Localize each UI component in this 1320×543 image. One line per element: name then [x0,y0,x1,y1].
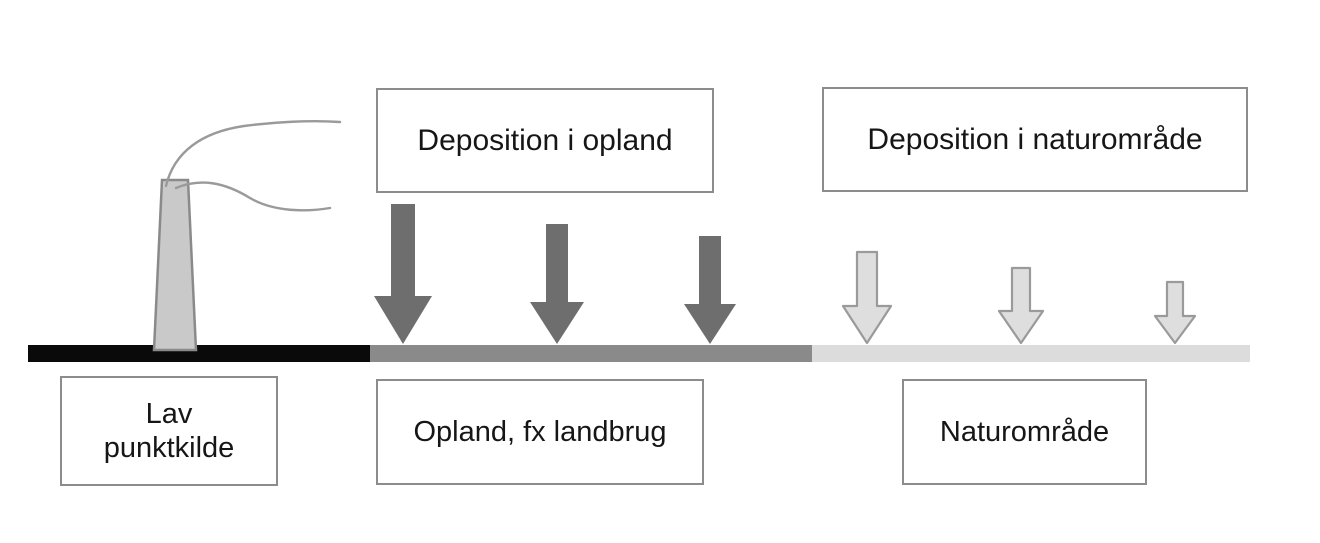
smoke-plume-icon [164,120,342,212]
label-box-lav-punktkilde: Lav punktkilde [60,376,278,486]
label-box-deposition-naturomrade: Deposition i naturområde [822,87,1248,192]
label-box-deposition-opland: Deposition i opland [376,88,714,193]
chimney-icon [152,178,198,352]
label-box-opland: Opland, fx landbrug [376,379,704,485]
ground-segment-punktkilde [28,345,370,362]
ground-segment-naturomrade [812,345,1250,362]
ground-segment-opland [370,345,812,362]
deposition-arrow-natur-1 [841,250,893,345]
deposition-arrow-opland-1 [374,204,432,344]
deposition-arrow-opland-3 [684,236,736,344]
deposition-arrow-natur-3 [1153,280,1197,345]
deposition-arrow-natur-2 [997,266,1045,345]
deposition-arrow-opland-2 [530,224,584,344]
label-box-naturomrade: Naturområde [902,379,1147,485]
